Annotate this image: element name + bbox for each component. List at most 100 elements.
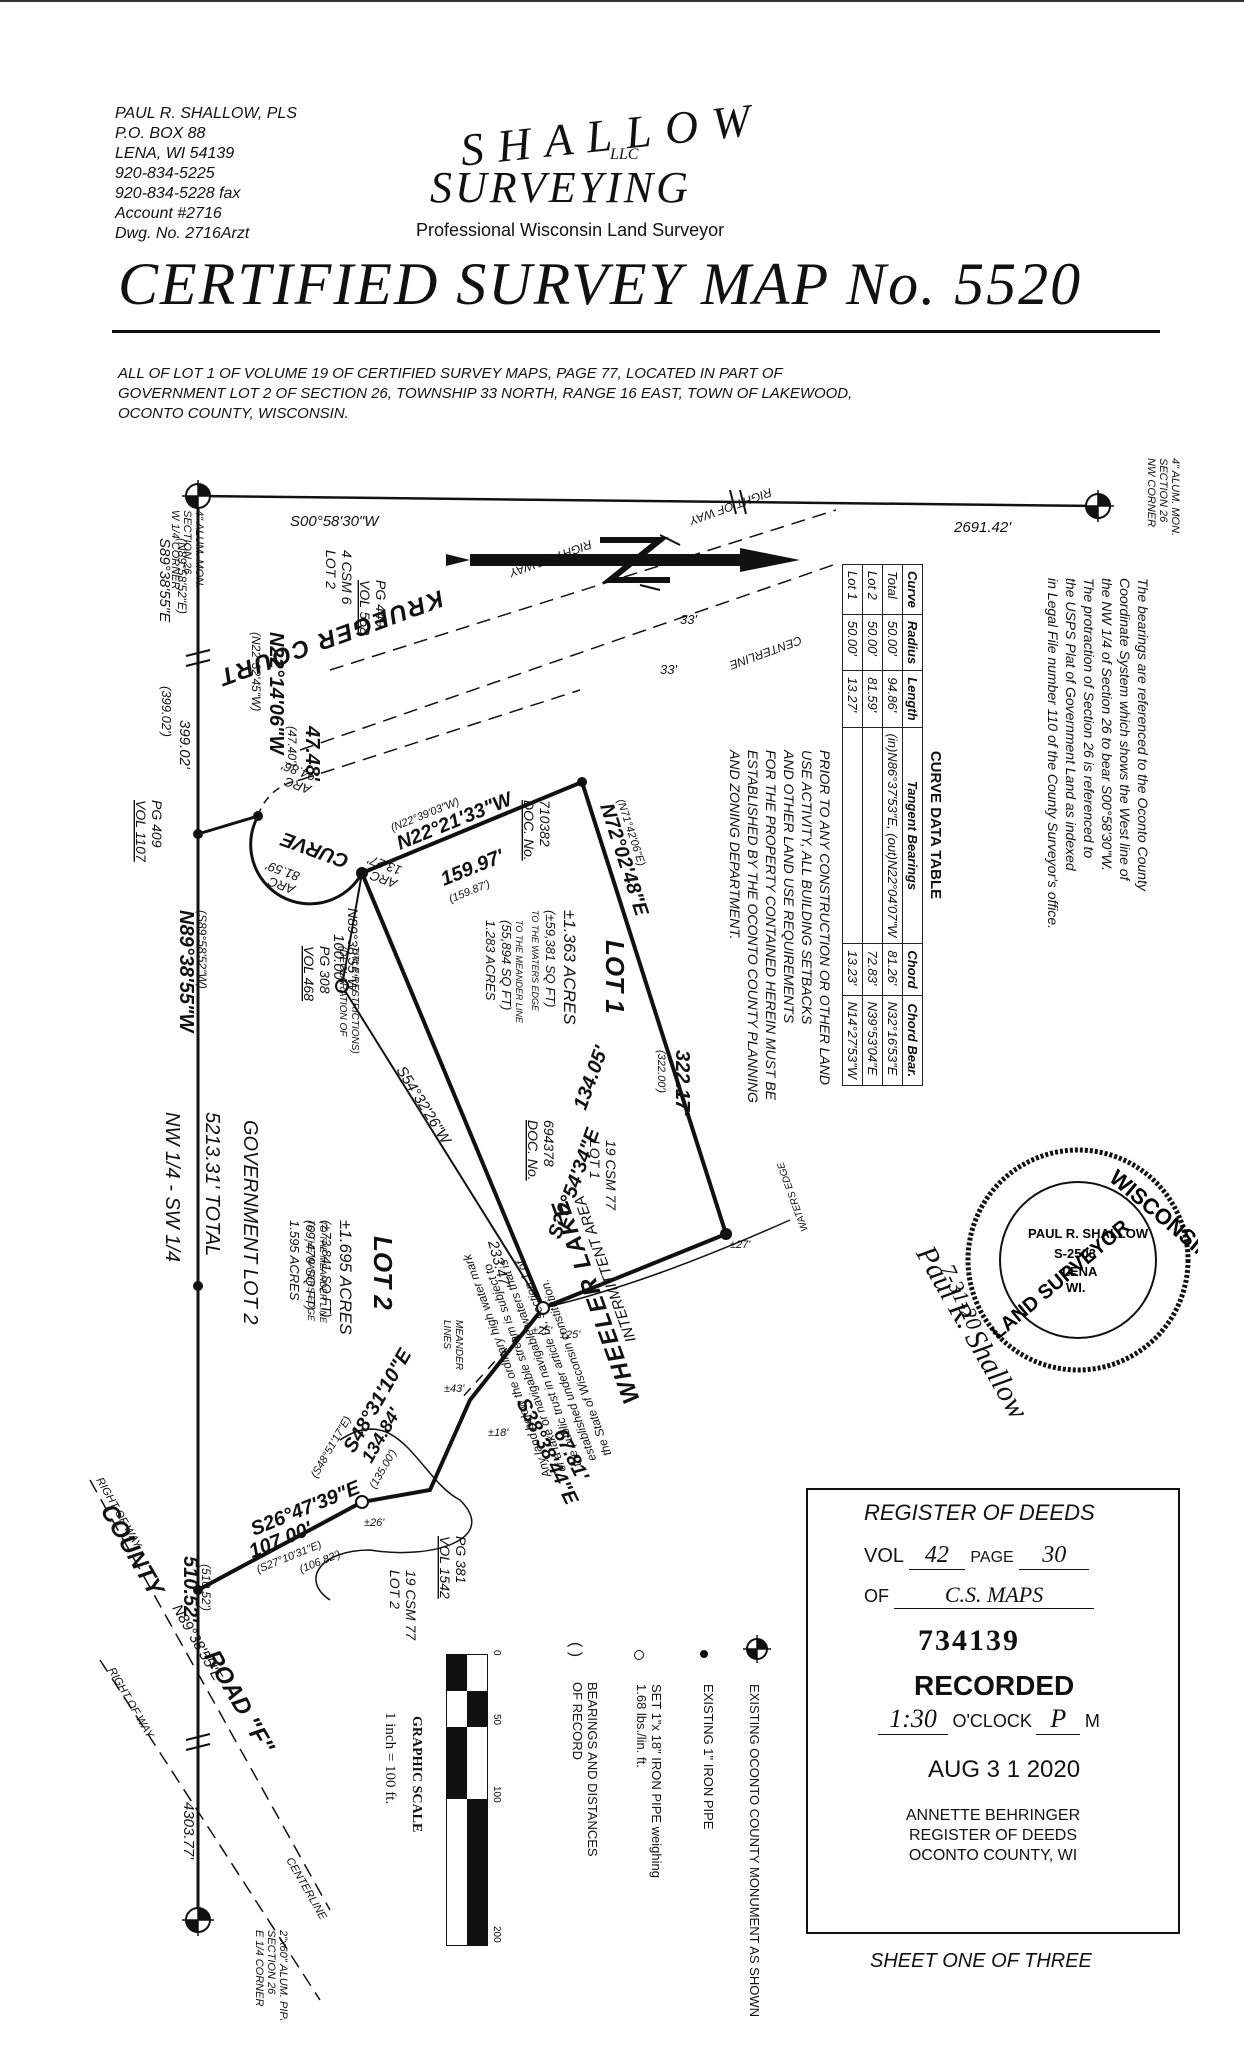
register-officer: ANNETTE BEHRINGER REGISTER OF DEEDS OCON… — [808, 1806, 1178, 1866]
seal-number: S-2503 — [1054, 1246, 1096, 1261]
note-line: in Legal File number 110 of the County S… — [1045, 578, 1061, 930]
distance-100: 100.00' — [330, 934, 347, 984]
distance-430377: 4303.77' — [180, 1802, 197, 1860]
e-quarter-corner: SECTION 26 — [265, 1930, 277, 1995]
declaration: (DECLARATION OF — [337, 946, 348, 1037]
lot1-csm77: 19 CSM 77 — [603, 1140, 619, 1211]
table-cell: N14°27'53"W — [842, 995, 863, 1086]
distance-32217: 322.17' — [671, 1050, 693, 1117]
right-of-way: RIGHT OF WAY — [105, 1666, 155, 1741]
n89-bearing: N89°38'55"W — [175, 910, 197, 1034]
lot2-area: (±73,841 SQ FT) — [319, 1220, 334, 1317]
m-label: M — [1084, 1711, 1100, 1731]
n89-inner-bearing: N89°38'55"W — [345, 908, 361, 993]
lot1-meander: (55,894 SQ FT) — [499, 920, 514, 1010]
curve-table-header: Curve — [902, 564, 923, 615]
plat-drawing: S00°58'30"W 2691.42' W 1/4 CORNER SECTIO… — [89, 458, 1181, 2020]
seal-ring-text: WISCONSIN — [1105, 1165, 1198, 1266]
legend-item: EXISTING OCONTO COUNTY MONUMENT AS SHOWN — [747, 1684, 762, 2017]
curve-table-header: Chord — [902, 943, 923, 996]
curve-table-title: CURVE DATA TABLE — [927, 750, 944, 900]
lot2-meander: 1.595 ACRES — [287, 1220, 302, 1301]
note-line: USE ACTIVITY, ALL BUILDING SETBACKS — [799, 750, 815, 1025]
curve-table-header: Tangent Bearings — [902, 727, 923, 944]
scale-tick: 200 — [491, 1926, 502, 1943]
officer-line: OCONTO COUNTY, WI — [908, 1847, 1078, 1864]
curve-table: Curve Radius Length Tangent Bearings Cho… — [842, 564, 923, 1086]
monument-icon — [743, 1635, 771, 1663]
vol-558: PG 449 — [373, 580, 389, 628]
map-title: CERTIFIED SURVEY MAP No. 5520 — [118, 251, 1083, 317]
note-line: Coordinate System which shows the West l… — [1117, 578, 1133, 881]
document-number: 734139 — [918, 1624, 1020, 1657]
vol-1107: PG 409 — [149, 800, 165, 848]
record-symbol-icon: ( ) — [567, 1642, 584, 1658]
description: ALL OF LOT 1 OF VOLUME 19 OF CERTIFIED S… — [118, 364, 852, 424]
scale-bar — [446, 1654, 488, 1946]
note-line: the NW 1/4 of Section 26 to bear S00°58'… — [1099, 578, 1115, 871]
officer-line: REGISTER OF DEEDS — [908, 1827, 1078, 1844]
doc-694378: DOC. No. — [525, 1120, 541, 1181]
description-line: GOVERNMENT LOT 2 OF SECTION 26, TOWNSHIP… — [118, 385, 853, 402]
of-value: C.S. MAPS — [894, 1582, 1095, 1609]
recorded-time-row: 1:30 O'CLOCK P M — [878, 1704, 1100, 1735]
nw-corner: SECTION 26 — [1157, 458, 1169, 523]
register-title: REGISTER OF DEEDS — [864, 1500, 1095, 1525]
west-bearing-record: (N89°58'52"E) — [175, 538, 189, 614]
logo-shallow-svg: SHALLOW — [458, 96, 767, 166]
legend: EXISTING 1" IRON PIPE — [700, 1650, 716, 1829]
west-distance: 399.02' — [176, 720, 193, 770]
vol-label: VOL — [864, 1545, 904, 1567]
lot1-csm77: LOT 1 — [587, 1140, 603, 1179]
note-line: The bearings are referenced to the Ocont… — [1135, 578, 1151, 891]
table-cell: N32°16'53"E — [882, 995, 903, 1086]
seal-name: PAUL R. SHALLOW — [1028, 1226, 1149, 1241]
lot1-area: TO THE WATERS EDGE — [530, 910, 540, 1012]
lot2-label: LOT 2 — [368, 1236, 398, 1310]
n89-record: (S89°58'52"W) — [195, 910, 209, 989]
w-quarter-corner: 4" ALUM. MON. — [193, 510, 205, 588]
table-cell: 72.83' — [862, 943, 883, 996]
note-line: ESTABLISHED BY THE OCONTO COUNTY PLANNIN… — [745, 750, 761, 1103]
bearings-note: The bearings are referenced to the Ocont… — [1044, 578, 1152, 929]
top-distance: 2691.42' — [953, 519, 1012, 536]
w-quarter-corner: W 1/4 CORNER — [169, 510, 181, 590]
table-cell: Lot 2 — [862, 564, 883, 615]
approx-25: ±25' — [560, 1329, 581, 1341]
note-line: AND ZONING DEPARTMENT. — [727, 750, 743, 940]
graphic-scale: 0 50 100 200 — [446, 1650, 510, 1950]
logo-llc: LLC — [610, 146, 639, 163]
curve-data-table: CURVE DATA TABLE Curve Radius Length Tan… — [842, 564, 944, 1086]
page-value: 30 — [1019, 1542, 1090, 1570]
oclock-label: O'CLOCK — [952, 1711, 1032, 1731]
existing-pipe-icon — [700, 1650, 708, 1658]
monument-nw-corner — [1082, 490, 1114, 522]
west-bearing: S89°38'55"E — [156, 538, 173, 623]
waters-edge: WATERS EDGE — [775, 1160, 810, 1233]
description-line: ALL OF LOT 1 OF VOLUME 19 OF CERTIFIED S… — [118, 365, 783, 382]
officer-line: ANNETTE BEHRINGER — [905, 1807, 1081, 1824]
contact-line: 920-834-5225 — [115, 165, 215, 182]
curve-table-header: Radius — [902, 614, 923, 671]
distance-32200: (322.00') — [655, 1050, 667, 1093]
vol-1542: PG 381 — [453, 1536, 469, 1583]
recorded-date: AUG 3 1 2020 — [928, 1756, 1081, 1783]
scale-ratio: 1 inch = 100 ft. — [382, 1712, 398, 1805]
recorded-time: 1:30 — [878, 1704, 948, 1735]
legend-item: SET 1"x 18" IRON PIPE weighing 1.68 lbs.… — [634, 1684, 664, 1882]
lot1-label: LOT 1 — [600, 940, 630, 1014]
w-quarter-corner: SECTION 26 — [181, 510, 193, 575]
centerline: CENTERLINE — [727, 633, 804, 672]
table-cell: Total — [882, 564, 903, 615]
title-underline — [112, 330, 1160, 333]
table-cell: N39°53'04"E — [862, 995, 883, 1086]
doc-694378: 694378 — [541, 1120, 557, 1167]
scale-tick: 50 — [491, 1714, 502, 1726]
dim-33: 33' — [660, 662, 677, 677]
register-of-deeds-box: REGISTER OF DEEDS VOL 42 PAGE 30 OF C.S.… — [806, 1488, 1180, 1934]
doc-710382: DOC. No. — [521, 800, 537, 861]
contact-line: LENA, WI 54139 — [115, 145, 235, 162]
legend: EXISTING OCONTO COUNTY MONUMENT AS SHOWN — [740, 1634, 780, 2017]
legend-item: EXISTING 1" IRON PIPE — [701, 1684, 716, 1830]
table-cell — [842, 727, 863, 944]
